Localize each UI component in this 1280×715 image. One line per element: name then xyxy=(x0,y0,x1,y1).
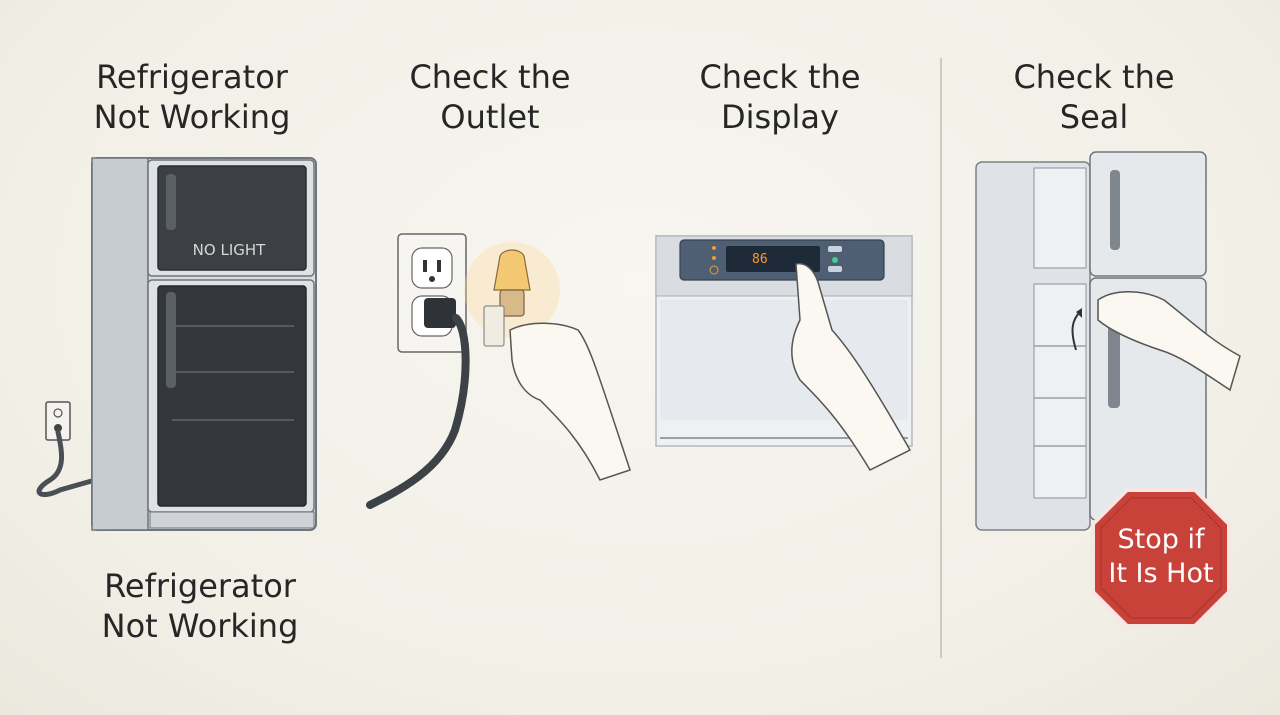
no-light-label: NO LIGHT xyxy=(193,241,266,259)
panel-3-title-line2: Display xyxy=(721,98,839,136)
bottom-caption-line1: Refrigerator xyxy=(104,567,296,605)
power-cord xyxy=(36,429,98,497)
panel-4-title-line2: Seal xyxy=(1059,98,1129,136)
panel-4-title: Check the Seal xyxy=(994,57,1194,137)
panel-2-title-line2: Outlet xyxy=(440,98,540,136)
panel-divider xyxy=(940,58,942,658)
stop-sign-line2: It Is Hot xyxy=(1108,558,1213,589)
panel-2-title-line1: Check the xyxy=(409,58,571,96)
panel-3-title-line1: Check the xyxy=(699,58,861,96)
bottom-caption-line2: Not Working xyxy=(101,607,299,645)
night-lamp-icon xyxy=(464,242,560,347)
panel-1-title-line2: Not Working xyxy=(93,98,291,136)
panel-1-title: Refrigerator Not Working xyxy=(92,57,292,137)
hand-door-icon xyxy=(1097,291,1241,392)
panel-3-title: Check the Display xyxy=(680,57,880,137)
display-temperature: 86 xyxy=(752,252,768,267)
panel-1-title-line1: Refrigerator xyxy=(96,58,288,96)
stop-sign-line1: Stop if xyxy=(1118,524,1206,555)
open-fridge-illustration xyxy=(975,151,1207,531)
panel-4-title-line1: Check the xyxy=(1013,58,1175,96)
stop-sign-icon: Stop if It Is Hot xyxy=(1091,488,1231,628)
fridge-icon: NO LIGHT xyxy=(91,157,317,531)
hand-display-icon xyxy=(791,262,912,471)
hand-outlet-icon xyxy=(509,322,631,481)
bottom-caption: Refrigerator Not Working xyxy=(100,566,300,646)
outlet-illustration xyxy=(366,233,470,509)
panel-2-title: Check the Outlet xyxy=(390,57,590,137)
stop-sign-shape xyxy=(1091,488,1231,628)
outlet-power-cord xyxy=(366,314,470,509)
